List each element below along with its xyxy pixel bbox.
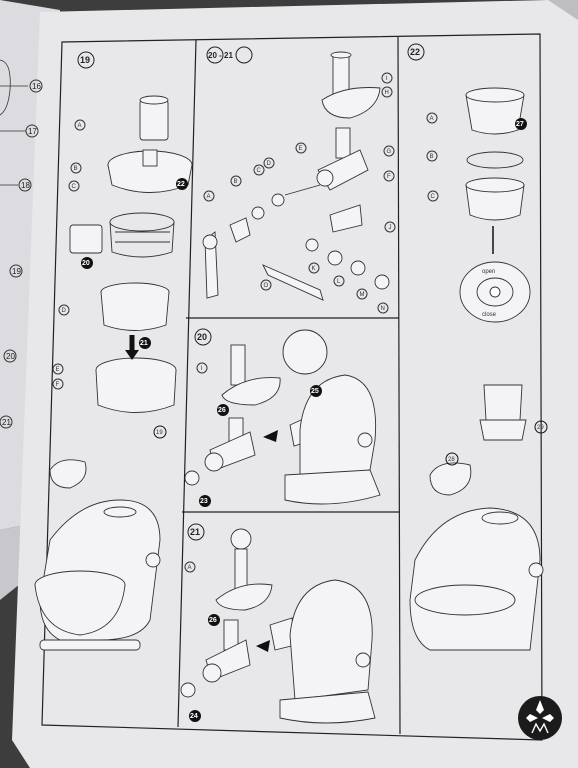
svg-text:B: B [430, 154, 434, 160]
panel-22-step-badges: 27 29 28 [445, 118, 548, 466]
callout-21: 21 [2, 418, 11, 427]
panel-22: 22 open close A B C 27 29 [407, 43, 548, 651]
panel-20-21-part-labels: I H G F E D C B A J K L M N O [203, 72, 396, 314]
svg-text:I: I [201, 366, 203, 372]
svg-text:27: 27 [516, 121, 524, 128]
svg-text:D: D [62, 308, 67, 314]
mincer-assembly-illustration [184, 329, 381, 505]
mixer-illustration [34, 459, 161, 651]
panel-20-title: 20 [197, 332, 207, 342]
blender-illustration [409, 87, 544, 651]
svg-text:C: C [257, 168, 262, 174]
panel-20: 20 I 25 26 23 [184, 328, 381, 507]
logo-icon [518, 696, 562, 740]
svg-text:A: A [78, 123, 82, 129]
svg-text:19: 19 [156, 430, 163, 436]
svg-text:G: G [387, 149, 392, 155]
svg-text:I: I [386, 76, 388, 82]
svg-text:F: F [56, 382, 60, 388]
left-page-callouts: 16 17 18 19 20 21 [0, 59, 43, 429]
mincer-parts-illustration [202, 51, 390, 301]
assembly-arrow [263, 430, 278, 442]
svg-text:21: 21 [140, 340, 148, 347]
panel-22-part-labels: A B C [426, 112, 439, 202]
panel-grid [41, 33, 543, 741]
panel-20-21: 20 - 21 I H G F E D [202, 46, 396, 314]
lid-open-text: open [482, 269, 495, 275]
svg-text:F: F [387, 174, 391, 180]
svg-text:20: 20 [82, 260, 90, 267]
callout-16: 16 [32, 82, 41, 91]
svg-text:K: K [312, 266, 316, 272]
callout-18: 18 [21, 181, 30, 190]
panel-21-labels: A 26 24 [184, 561, 220, 722]
svg-text:D: D [267, 161, 272, 167]
svg-text:N: N [381, 306, 385, 312]
assembly-arrow-2 [256, 640, 270, 652]
svg-text:E: E [56, 367, 60, 373]
svg-text:26: 26 [218, 407, 226, 414]
panel-19-title: 19 [80, 55, 90, 65]
callout-17: 17 [28, 127, 37, 136]
svg-text:A: A [188, 565, 192, 571]
callout-20: 20 [6, 352, 15, 361]
svg-text:25: 25 [311, 388, 319, 395]
panel-20-21-title: 20 - 21 [208, 51, 233, 60]
svg-text:E: E [299, 146, 303, 152]
panel-19-step-badges: 22 20 21 19 [81, 178, 188, 439]
panel-19: 19 [34, 51, 193, 651]
panel-20-labels: I 25 26 23 [196, 362, 322, 507]
panel-21: 21 A 26 24 [180, 523, 376, 724]
panel-19-part-labels: A B C D E F [52, 119, 86, 390]
svg-text:O: O [264, 283, 269, 289]
panel-21-title: 21 [190, 527, 200, 537]
svg-text:H: H [385, 90, 389, 96]
svg-text:26: 26 [209, 617, 217, 624]
svg-text:B: B [74, 166, 78, 172]
svg-text:28: 28 [448, 457, 455, 463]
lid-close-text: close [482, 312, 497, 318]
svg-text:C: C [72, 184, 77, 190]
svg-text:M: M [360, 292, 365, 298]
svg-text:A: A [430, 116, 434, 122]
svg-text:J: J [389, 225, 392, 231]
svg-text:A: A [207, 194, 211, 200]
pusher-illustration [139, 95, 169, 141]
panel-22-title: 22 [410, 47, 420, 57]
svg-text:23: 23 [200, 498, 208, 505]
svg-text:24: 24 [190, 713, 198, 720]
bowl-illustration [100, 282, 170, 331]
svg-text:22: 22 [177, 181, 185, 188]
svg-text:C: C [431, 194, 436, 200]
filter-illustration [69, 212, 175, 258]
svg-text:B: B [234, 179, 238, 185]
svg-text:29: 29 [537, 425, 544, 431]
body-illustration [95, 357, 177, 413]
svg-text:L: L [337, 279, 341, 285]
callout-19: 19 [12, 267, 21, 276]
tool-assembly-illustration [180, 528, 376, 724]
